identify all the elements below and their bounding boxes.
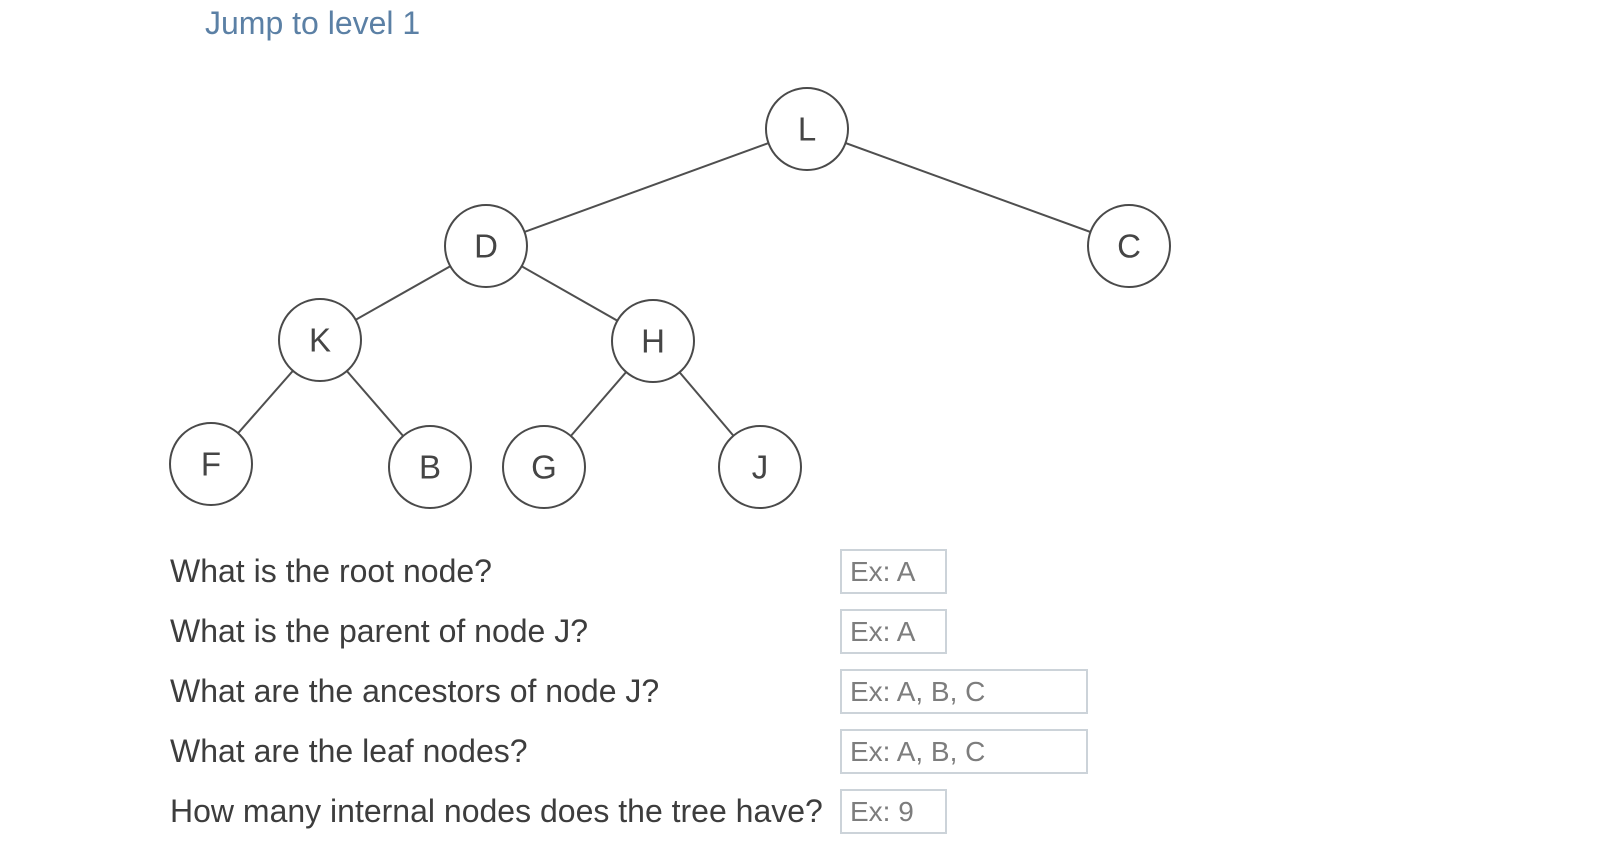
question-label: What is the root node? <box>170 553 492 589</box>
tree-node-K: K <box>278 298 362 382</box>
tree-node-circle <box>502 425 586 509</box>
tree-node-H: H <box>611 299 695 383</box>
tree-node-circle <box>1087 204 1171 288</box>
jump-to-level-link[interactable]: Jump to level 1 <box>205 5 421 41</box>
tree-node-label: H <box>641 323 665 360</box>
tree-node-label: C <box>1117 228 1141 265</box>
tree-node-J: J <box>718 425 802 509</box>
tree-node-B: B <box>388 425 472 509</box>
tree-edge-L-D <box>485 128 808 247</box>
question-label: What is the parent of node J? <box>170 613 589 649</box>
tree-node-circle <box>444 204 528 288</box>
answer-input-2[interactable] <box>840 609 947 654</box>
answer-input-3[interactable] <box>840 669 1088 714</box>
question-row: What are the ancestors of node J? <box>170 669 1088 714</box>
tree-node-circle <box>718 425 802 509</box>
question-label: How many internal nodes does the tree ha… <box>170 793 823 829</box>
binary-tree-diagram: L D C K H F B G J <box>169 87 1171 509</box>
question-list: What is the root node? What is the parent… <box>170 549 1088 849</box>
tree-node-circle <box>611 299 695 383</box>
question-label: What are the ancestors of node J? <box>170 673 660 709</box>
tree-node-label: G <box>531 449 557 486</box>
question-row: What is the parent of node J? <box>170 609 1088 654</box>
tree-node-circle <box>169 422 253 506</box>
tree-node-label: L <box>798 111 816 148</box>
question-row: What are the leaf nodes? <box>170 729 1088 774</box>
tree-node-L: L <box>765 87 849 171</box>
tree-node-D: D <box>444 204 528 288</box>
tree-node-circle <box>388 425 472 509</box>
tree-edge-L-C <box>806 128 1130 247</box>
answer-input-1[interactable] <box>840 549 947 594</box>
tree-node-label: F <box>201 446 221 483</box>
tree-node-label: J <box>752 449 769 486</box>
tree-node-F: F <box>169 422 253 506</box>
tree-node-label: K <box>309 322 331 359</box>
tree-node-circle <box>765 87 849 171</box>
tree-node-G: G <box>502 425 586 509</box>
tree-node-circle <box>278 298 362 382</box>
answer-input-5[interactable] <box>840 789 947 834</box>
question-label: What are the leaf nodes? <box>170 733 528 769</box>
tree-node-C: C <box>1087 204 1171 288</box>
tree-node-label: B <box>419 449 441 486</box>
answer-input-4[interactable] <box>840 729 1088 774</box>
tree-node-label: D <box>474 228 498 265</box>
question-row: What is the root node? <box>170 549 1088 594</box>
question-row: How many internal nodes does the tree ha… <box>170 789 1088 834</box>
